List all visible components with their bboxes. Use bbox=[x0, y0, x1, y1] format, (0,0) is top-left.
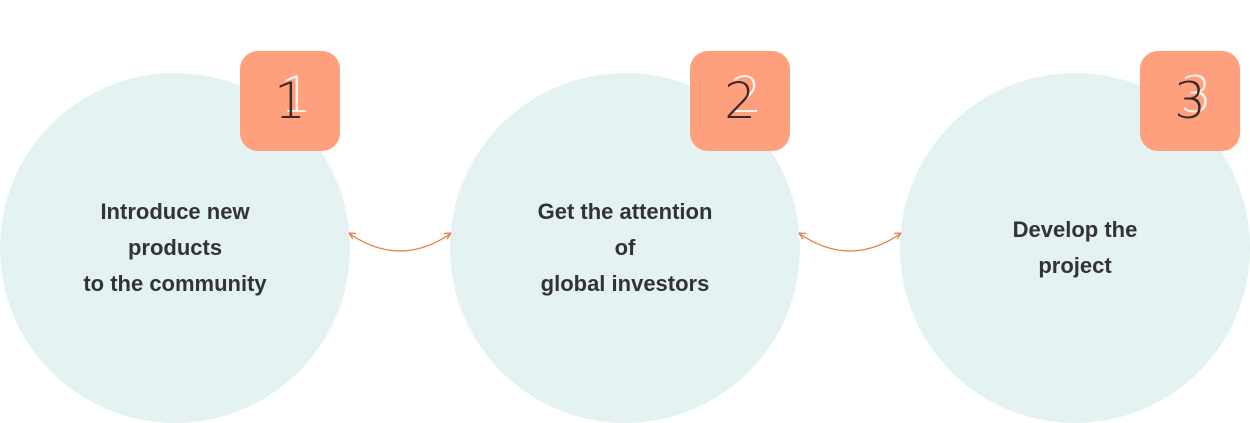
step-3: Develop the project 3 3 bbox=[900, 51, 1250, 423]
step-1-badge: 1 1 bbox=[240, 51, 340, 151]
connector-2-3 bbox=[798, 232, 902, 252]
connector-2-3-arrow-left-icon bbox=[798, 232, 807, 240]
step-2-line-3: global investors bbox=[540, 271, 710, 296]
step-1-line-2: products bbox=[127, 235, 223, 260]
step-2-line-1: Get the attention bbox=[537, 199, 713, 224]
step-3-line-1: Develop the bbox=[1012, 217, 1138, 242]
step-1-text: Introduce new products to the community bbox=[60, 194, 290, 302]
step-1-line-1: Introduce new bbox=[100, 199, 250, 224]
step-3-number: 3 bbox=[1174, 72, 1206, 130]
connector-1-2-arrow-right-icon bbox=[443, 232, 452, 240]
step-2-number-shadow: 2 bbox=[730, 66, 762, 124]
step-3-number-shadow: 3 bbox=[1180, 66, 1212, 124]
step-2-number: 2 bbox=[724, 72, 756, 130]
step-1-line-3: to the community bbox=[83, 271, 267, 296]
step-3-text: Develop the project bbox=[960, 212, 1190, 284]
connector-2-3-arrow-right-icon bbox=[893, 232, 902, 240]
connector-1-2-curve bbox=[349, 233, 451, 252]
step-2-circle: Get the attention of global investors bbox=[450, 73, 800, 423]
connector-1-2 bbox=[348, 232, 452, 252]
step-2-text: Get the attention of global investors bbox=[510, 194, 740, 302]
step-2: Get the attention of global investors 2 … bbox=[450, 51, 800, 423]
step-3-line-2: project bbox=[1038, 253, 1112, 278]
step-1-number: 1 bbox=[274, 72, 306, 130]
connector-1-2-arrow-left-icon bbox=[348, 232, 357, 240]
step-3-badge: 3 3 bbox=[1140, 51, 1240, 151]
step-2-line-2: of bbox=[614, 235, 636, 260]
connector-2-3-curve bbox=[799, 233, 901, 252]
step-1: Introduce new products to the community … bbox=[0, 51, 350, 423]
step-2-badge: 2 2 bbox=[690, 51, 790, 151]
step-1-number-shadow: 1 bbox=[280, 66, 312, 124]
